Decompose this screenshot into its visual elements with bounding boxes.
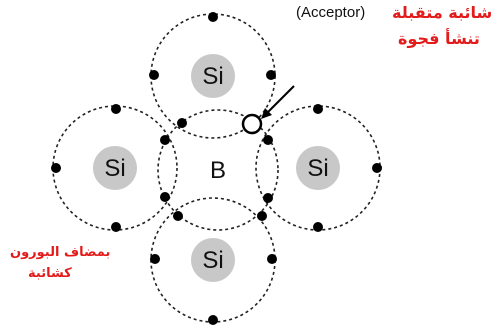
electron-dot-icon [177, 118, 187, 128]
electron-dot-icon [208, 315, 218, 325]
electron-dot-icon [313, 104, 323, 114]
atom-label-top: Si [202, 63, 223, 90]
atom-bottom-si [191, 238, 235, 282]
atom-label-right: Si [307, 155, 328, 182]
electron-dot-icon [267, 254, 277, 264]
electron-dot-icon [173, 211, 183, 221]
electron-dot-icon [313, 222, 323, 232]
electron-dot-icon [266, 70, 276, 80]
electron-dot-icon [51, 163, 61, 173]
electron-dot-icon [372, 163, 382, 173]
atom-label-left: Si [104, 155, 125, 182]
electron-dot-icon [150, 254, 160, 264]
arrow-pointer-icon [261, 85, 295, 119]
atom-left-si [93, 146, 137, 190]
electron-dot-icon [111, 222, 121, 232]
acceptor-label: (Acceptor) [296, 4, 366, 21]
atom-label-bottom: Si [202, 247, 223, 274]
acceptor-arabic-line1: شائبة متقبلة [392, 3, 492, 22]
electron-dot-icon [208, 12, 218, 22]
electron-dot-icon [160, 135, 170, 145]
hole-circle-icon [241, 113, 263, 135]
electron-dot-icon [257, 211, 267, 221]
boron-dopant-label-line1: بمضاف البورون [10, 245, 111, 260]
electron-dot-icon [149, 70, 159, 80]
electron-dot-icon [263, 193, 273, 203]
electron-dot-icon [111, 104, 121, 114]
electron-dot-icon [263, 135, 273, 145]
acceptor-arabic-line2: تنشأ فجوة [398, 29, 480, 48]
atom-top-si [191, 54, 235, 98]
orbit-center-b [157, 109, 279, 231]
atom-label-center: B [210, 157, 226, 184]
boron-dopant-label-line2: كشائبة [28, 266, 72, 281]
atom-right-si [296, 146, 340, 190]
electron-dot-icon [160, 192, 170, 202]
